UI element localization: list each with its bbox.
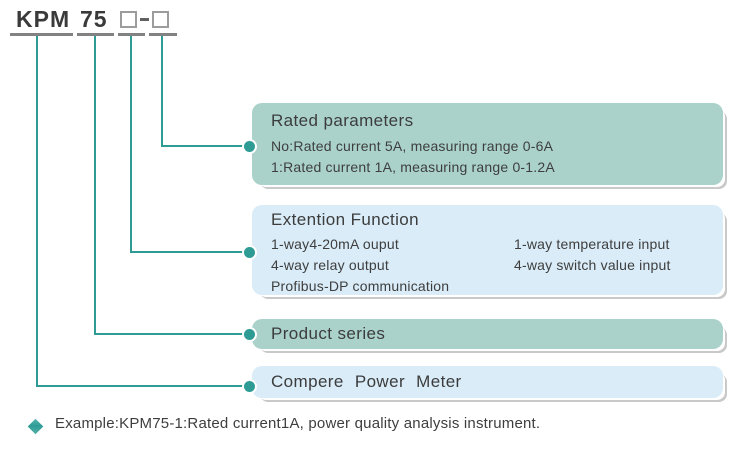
underline-series <box>77 33 114 36</box>
placeholder-box-2 <box>152 11 169 28</box>
connector-line-meter <box>36 36 38 387</box>
power-meter-title: Compere Power Meter <box>271 372 462 391</box>
rated-option-1a: 1:Rated current 1A, measuring range 0-1.… <box>271 159 555 175</box>
underline-box-1 <box>118 33 145 36</box>
dash-icon <box>140 18 149 21</box>
extension-item-analog-output: 1-way4-20mA ouput <box>271 236 399 252</box>
product-series-title: Product series <box>271 324 386 343</box>
extension-left-column: 1-way4-20mA ouput 4-way relay output Pro… <box>271 234 723 297</box>
rated-parameters-title: Rated parameters <box>271 111 414 130</box>
rated-parameters-box: Rated parameters No:Rated current 5A, me… <box>252 103 723 185</box>
series-number: 75 <box>80 6 108 32</box>
connector-line-meter-h <box>36 385 247 387</box>
extension-function-title: Extention Function <box>271 210 420 229</box>
connector-line-rated-h <box>161 145 247 147</box>
rated-option-5a: No:Rated current 5A, measuring range 0-6… <box>271 138 554 154</box>
extension-item-profibus: Profibus-DP communication <box>271 278 450 294</box>
connector-line-series <box>94 36 96 335</box>
diamond-bullet-icon <box>27 418 44 435</box>
connector-line-extension-h <box>130 251 247 253</box>
power-meter-box: Compere Power Meter <box>252 366 723 398</box>
product-series-box: Product series <box>252 319 723 349</box>
model-name: KPM <box>16 6 71 32</box>
underline-model <box>10 33 73 36</box>
connector-line-rated <box>161 36 163 147</box>
extension-item-temperature-input: 1-way temperature input <box>514 236 670 252</box>
connector-line-series-h <box>94 333 247 335</box>
connector-dot-extension <box>244 247 255 258</box>
connector-dot-series <box>244 329 255 340</box>
extension-function-box: Extention Function 1-way4-20mA ouput 4-w… <box>252 205 723 295</box>
connector-dot-rated <box>244 141 255 152</box>
example-text: Example:KPM75-1:Rated current1A, power q… <box>55 415 541 432</box>
extension-right-column: 1-way temperature input 4-way switch val… <box>514 234 671 276</box>
connector-line-extension <box>130 36 132 253</box>
underline-box-2 <box>149 33 177 36</box>
placeholder-box-1 <box>120 11 137 28</box>
extension-item-switch-input: 4-way switch value input <box>514 257 671 273</box>
extension-item-relay-output: 4-way relay output <box>271 257 389 273</box>
connector-dot-meter <box>244 381 255 392</box>
